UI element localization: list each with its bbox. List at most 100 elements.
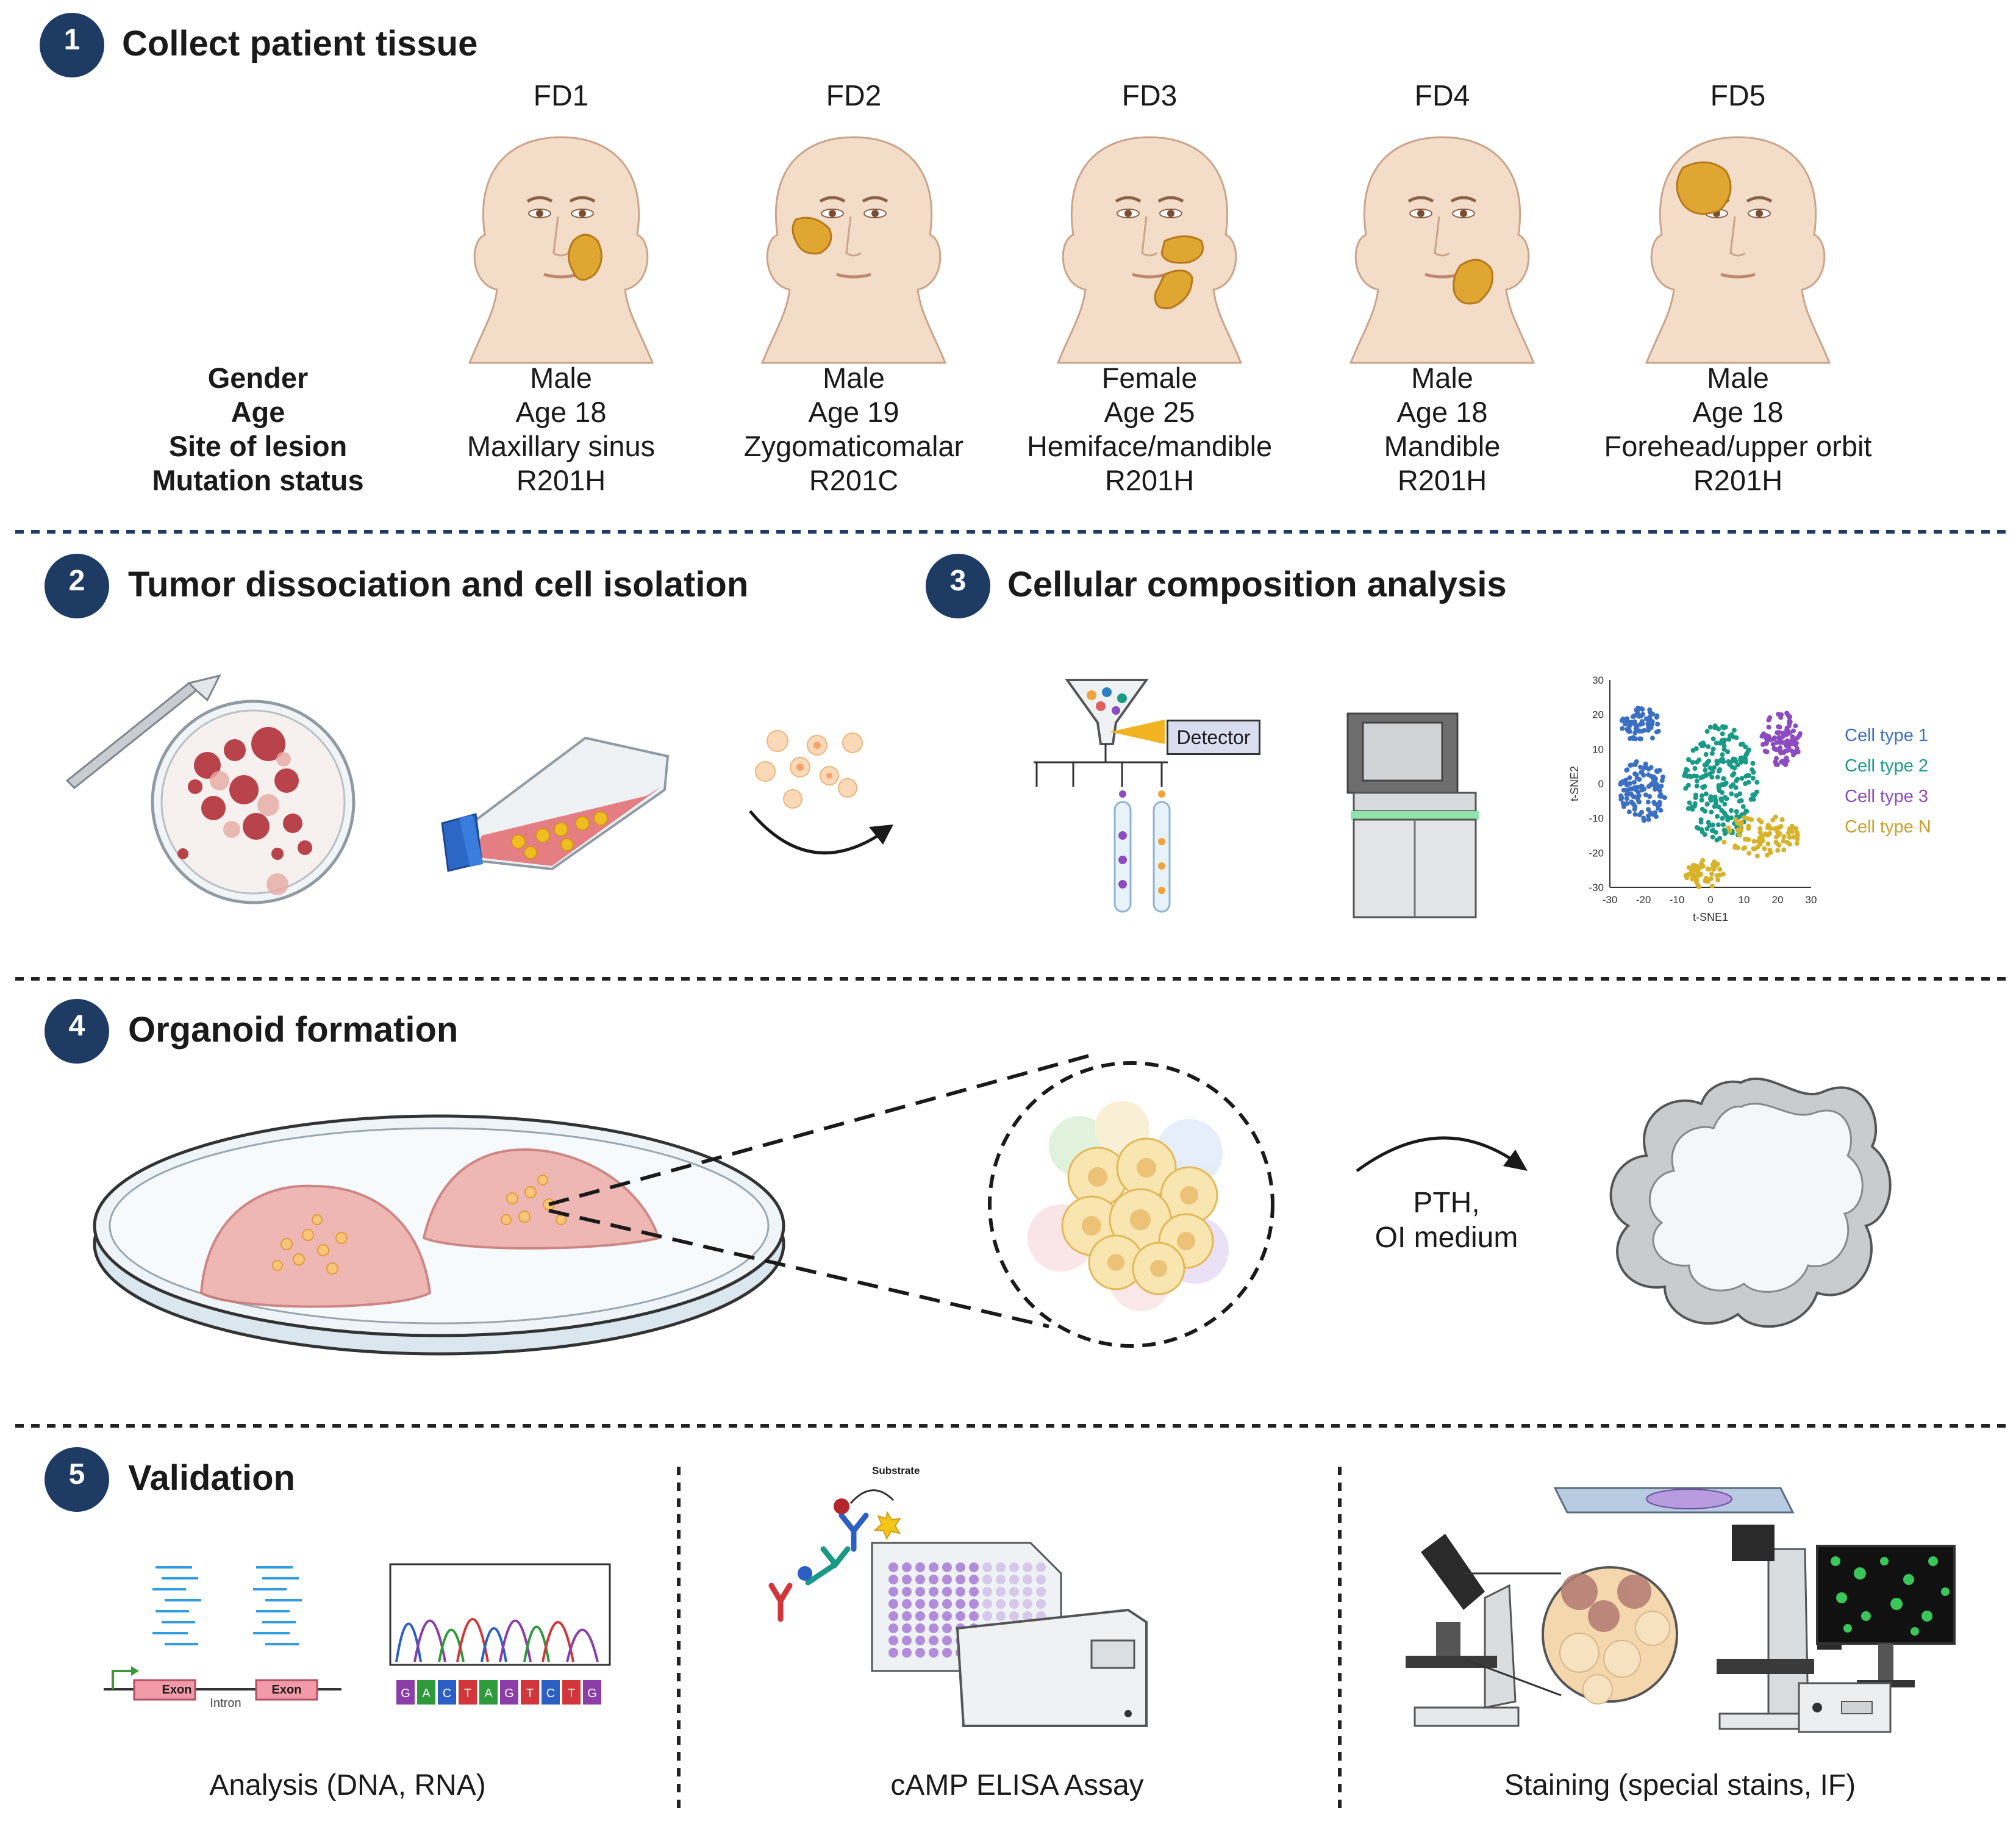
tsne-point [1784, 728, 1789, 733]
tsne-point [1696, 865, 1702, 870]
tsne-point [1796, 733, 1802, 739]
tsne-point [1624, 792, 1629, 797]
tsne-ylabel: t-SNE2 [1568, 766, 1581, 801]
plate-well [915, 1599, 925, 1609]
tsne-point [1754, 779, 1760, 785]
tsne-point [1750, 760, 1756, 766]
tsne-point [1751, 796, 1756, 802]
sequence-base [417, 1680, 435, 1705]
tsne-point [1781, 834, 1787, 839]
tsne-point [1698, 872, 1703, 878]
tsne-point [1775, 848, 1781, 853]
tsne-point [1627, 775, 1632, 781]
plate-well [1009, 1562, 1019, 1572]
elisa-illustration [768, 1489, 1148, 1727]
monitor-icon [1816, 1545, 1956, 1687]
tsne-point [1640, 707, 1645, 712]
tsne-point [1731, 728, 1737, 733]
tsne-point [1789, 826, 1794, 832]
tsne-point [1659, 784, 1664, 789]
tsne-point [1653, 814, 1659, 820]
exon-2-label: Exon [271, 1683, 302, 1697]
tsne-point [1760, 838, 1765, 843]
tsne-point [1765, 825, 1770, 831]
sequence-base [583, 1680, 601, 1705]
sequence-base [459, 1680, 477, 1705]
tsne-point [1721, 725, 1726, 731]
tsne-point [1765, 853, 1770, 858]
tsne-point [1686, 865, 1692, 870]
tsne-point [1784, 743, 1789, 748]
tsne-point [1785, 831, 1791, 836]
tsne-point [1631, 802, 1637, 807]
tsne-point [1794, 746, 1800, 751]
tsne-point [1729, 764, 1735, 770]
tsne-point [1637, 736, 1643, 742]
tsne-point [1746, 779, 1751, 785]
tsne-point [1710, 746, 1716, 752]
tsne-point [1784, 732, 1790, 737]
sequence-base-letter: T [568, 1687, 575, 1700]
tsne-point [1720, 752, 1725, 757]
tsne-point [1712, 795, 1718, 800]
tsne-point [1706, 744, 1711, 750]
plate-well [1009, 1599, 1019, 1609]
tsne-point [1728, 784, 1734, 789]
tsne-point [1709, 775, 1715, 780]
tsne-point [1778, 824, 1784, 829]
tsne-point [1752, 846, 1757, 851]
plate-well [982, 1587, 992, 1597]
tsne-point [1770, 742, 1776, 747]
sequence-base-letter: C [443, 1687, 451, 1700]
legend-cell-type-n: Cell type N [1845, 817, 1931, 837]
tsne-point [1650, 711, 1656, 717]
tsne-point [1713, 864, 1718, 869]
tsne-point [1739, 827, 1744, 832]
detector-label: Detector [1167, 720, 1260, 755]
tsne-point [1766, 717, 1771, 723]
patient-heads [0, 0, 2016, 366]
tsne-point [1750, 776, 1756, 781]
plate-well [902, 1648, 912, 1658]
tsne-point [1641, 773, 1646, 778]
fd4-age: Age 18 [1396, 396, 1488, 428]
tsne-point [1781, 839, 1786, 844]
tsne-point [1703, 791, 1709, 796]
sequence-base-letter: T [526, 1687, 534, 1700]
fd2-site: Zygomaticomalar [743, 430, 964, 462]
tsne-point [1734, 809, 1739, 814]
plate-well [1023, 1599, 1032, 1609]
tsne-point [1631, 779, 1637, 785]
patient-fd2-label: FD2 [826, 80, 882, 112]
plate-well [888, 1587, 898, 1597]
tsne-point [1716, 726, 1721, 732]
tsne-point [1639, 728, 1645, 734]
plate-well [1009, 1575, 1019, 1584]
pth-label: PTH, [1413, 1187, 1480, 1219]
tsne-point [1774, 834, 1779, 840]
tsne-point [1720, 731, 1725, 737]
tsne-point [1685, 773, 1690, 779]
attr-label-gender: Gender [207, 362, 309, 394]
tsne-point [1703, 878, 1708, 884]
tsne-point [1768, 850, 1773, 855]
tsne-point [1709, 883, 1715, 889]
tsne-point [1653, 787, 1658, 792]
tsne-ytick: 0 [1598, 778, 1604, 790]
tsne-point [1756, 839, 1761, 844]
patient-fd3-label: FD3 [1121, 80, 1178, 112]
tsne-point [1626, 728, 1631, 734]
sequence-base-letter: G [504, 1687, 514, 1700]
tsne-point [1718, 758, 1723, 764]
patient-fd4-label: FD4 [1414, 80, 1470, 112]
tsne-point [1776, 730, 1782, 735]
step-3-number: 3 [949, 565, 967, 597]
tsne-point [1636, 800, 1642, 805]
tsne-point [1773, 762, 1779, 767]
fluorescence-microscope-icon [1717, 1525, 1842, 1730]
tsne-point [1715, 822, 1721, 828]
fd3-site: Hemiface/mandible [1026, 430, 1273, 462]
sequence-base [542, 1680, 560, 1705]
plate-well [1023, 1575, 1032, 1584]
